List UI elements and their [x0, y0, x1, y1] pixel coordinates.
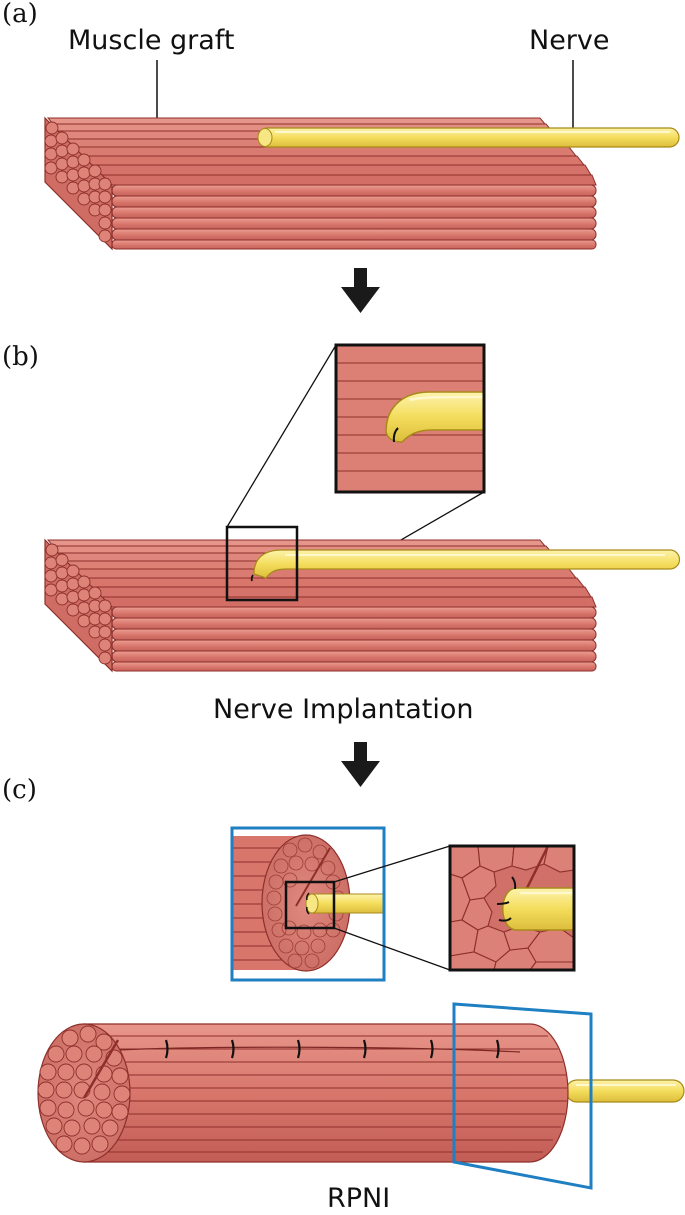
zoom-source-box-c: [284, 880, 336, 930]
zoom-source-box-b: [225, 525, 299, 602]
rolled-muscle-end-view: [230, 826, 386, 982]
zoom-line-b-top: [226, 344, 337, 528]
nerve-b: [250, 549, 681, 582]
panel-c-label: (c): [2, 775, 37, 805]
suture-marks: [164, 1039, 500, 1059]
panel-c: (c): [2, 775, 685, 1214]
panel-a: (a) Muscle graft Nerve: [2, 0, 680, 251]
rpni-cylinder: [37, 1002, 685, 1190]
inset-c: [448, 844, 576, 972]
down-arrow-2: [341, 742, 380, 787]
inset-b: [334, 343, 486, 494]
nerve-implantation-caption: Nerve Implantation: [213, 694, 474, 725]
nerve-a: [257, 127, 680, 148]
panel-a-label: (a): [2, 0, 38, 29]
down-arrow-1: [341, 268, 380, 313]
muscle-graft-label: Muscle graft: [68, 25, 234, 56]
zoom-line-c-top: [333, 845, 451, 883]
blue-view-frame-2: [452, 1002, 593, 1190]
panel-b-label: (b): [2, 342, 39, 372]
zoom-line-c-bottom: [333, 927, 451, 971]
muscle-graft-block: [44, 116, 597, 251]
muscle-cross-section-cells: [44, 121, 112, 243]
rpni-caption: RPNI: [327, 1183, 390, 1214]
nerve-label: Nerve: [529, 25, 610, 56]
blue-view-frame-1: [230, 826, 386, 982]
panel-b: (b): [2, 342, 681, 725]
